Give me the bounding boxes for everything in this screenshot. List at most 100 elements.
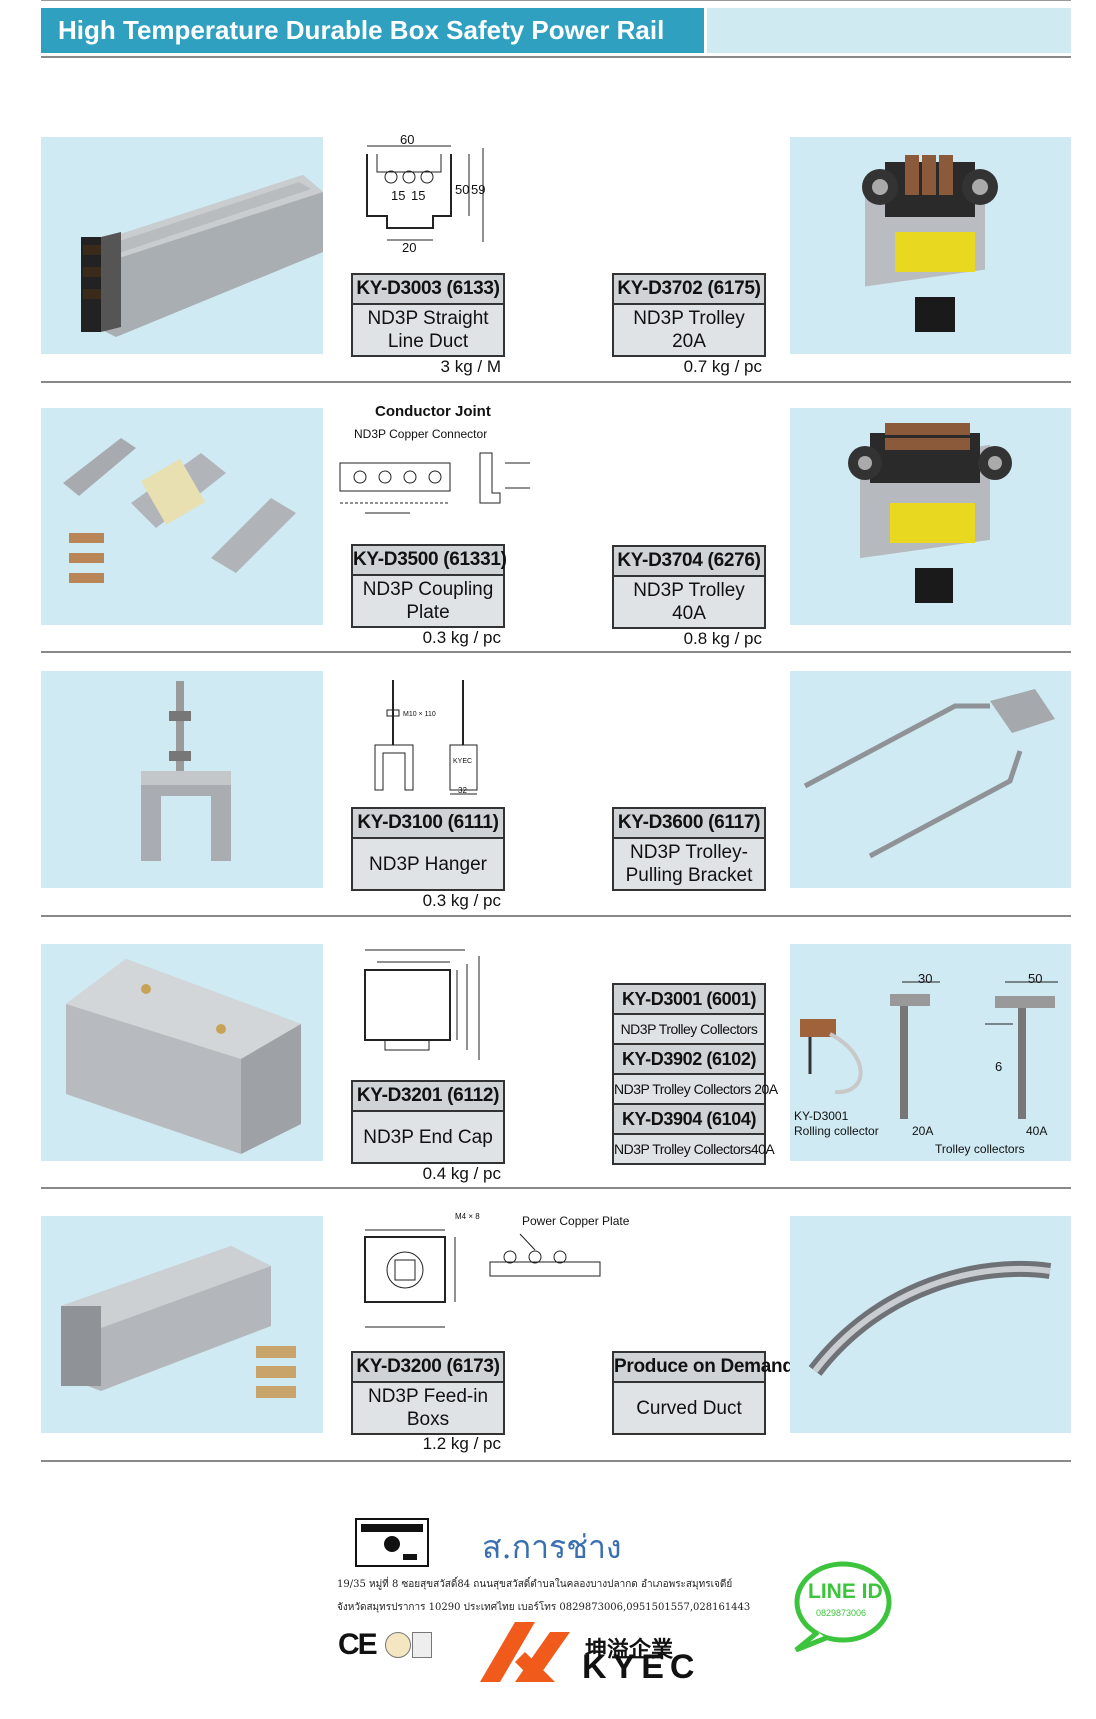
product-desc: ND3P Coupling Plate <box>353 576 503 626</box>
product-weight: 0.4 kg / pc <box>422 1164 501 1183</box>
product-desc: ND3P End Cap <box>353 1112 503 1162</box>
product-weight: 3 kg / M <box>440 357 501 376</box>
page-title: High Temperature Durable Box Safety Powe… <box>58 15 665 45</box>
hanger-photo <box>41 671 323 888</box>
product-desc: ND3P Trolley-Pulling Bracket <box>614 839 764 889</box>
dim-height-inner: 50 <box>455 182 470 197</box>
line-id-badge: LINE ID 0829873006 <box>788 1560 894 1653</box>
drawing-title: Conductor Joint <box>375 403 491 420</box>
product-card-curved-duct: Produce on Demand Curved Duct <box>612 1351 794 1435</box>
brand-name-cn: 坤溢企業 <box>585 1637 674 1662</box>
product-desc: ND3P Trolley Collectors <box>614 1015 764 1045</box>
product-desc: ND3P Trolley 40A <box>614 577 764 627</box>
product-code: Produce on Demand <box>614 1353 794 1383</box>
product-desc: Curved Duct <box>614 1383 764 1433</box>
rolling-collector-code: KY-D3001 <box>794 1109 849 1123</box>
curved-duct-photo <box>790 1216 1071 1433</box>
coupling-drawing: Conductor Joint ND3P Copper Connector <box>330 403 550 528</box>
straight-duct-photo <box>41 137 323 354</box>
brand-name-en: KYEC <box>582 1648 701 1686</box>
product-desc: ND3P Hanger <box>353 839 503 889</box>
product-card-trolley-20a: KY-D3702 (6175) ND3P Trolley 20A <box>612 273 766 357</box>
product-code: KY-D3500 (61331) <box>353 546 507 576</box>
product-card-pulling-bracket: KY-D3600 (6117) ND3P Trolley-Pulling Bra… <box>612 807 766 891</box>
coupling-plate-photo <box>41 408 323 625</box>
pulling-bracket-photo <box>790 671 1071 888</box>
product-card-straight-duct: KY-D3003 (6133) ND3P Straight Line Duct <box>351 273 505 357</box>
product-code: KY-D3001 (6001) <box>614 985 764 1015</box>
product-code: KY-D3904 (6104) <box>614 1105 764 1135</box>
dim-slot: 20 <box>402 240 417 255</box>
certification-icon <box>385 1632 411 1658</box>
shop-address: 19/35 หมู่ที่ 8 ซอยสุขสวัสดิ์84 ถนนสุขสว… <box>337 1579 733 1590</box>
power-copper-plate-label: Power Copper Plate <box>522 1214 630 1228</box>
product-weight: 1.2 kg / pc <box>422 1434 501 1453</box>
end-cap-drawing <box>355 942 495 1067</box>
product-weight: 0.8 kg / pc <box>683 629 762 648</box>
product-card-feed-in-box: KY-D3200 (6173) ND3P Feed-in Boxs <box>351 1351 505 1435</box>
dim-height-outer: 59 <box>471 182 486 197</box>
title-bar-extension <box>707 8 1071 53</box>
end-cap-photo <box>41 944 323 1161</box>
product-desc: ND3P Trolley Collectors40A <box>614 1135 775 1163</box>
hanger-brand: KYEC <box>453 758 473 765</box>
collector-20a-label: 20A <box>912 1124 934 1138</box>
row-divider <box>41 381 1071 383</box>
product-card-hanger: KY-D3100 (6111) ND3P Hanger <box>351 807 505 891</box>
product-weight: 0.3 kg / pc <box>422 628 501 647</box>
collector-dim-50: 50 <box>1028 971 1043 986</box>
straight-duct-drawing: 60 15 15 50 59 20 <box>355 132 495 255</box>
drawing-subtitle: ND3P Copper Connector <box>354 427 488 441</box>
product-code: KY-D3100 (6111) <box>353 809 503 839</box>
hanger-width: 32 <box>458 786 467 795</box>
shop-contact: จังหวัดสมุทรปราการ 10290 ประเทศไทย เบอร์… <box>337 1602 751 1613</box>
product-desc: ND3P Feed-in Boxs <box>353 1383 503 1433</box>
row-divider <box>41 651 1071 653</box>
product-card-end-cap: KY-D3201 (6112) ND3P End Cap <box>351 1080 505 1164</box>
title-bar <box>41 8 704 53</box>
ce-mark: CE <box>338 1628 378 1661</box>
collector-stack: KY-D3001 (6001) ND3P Trolley Collectors … <box>612 983 778 1165</box>
top-rule <box>41 0 1071 1</box>
product-code: KY-D3704 (6276) <box>614 547 764 577</box>
product-code: KY-D3003 (6133) <box>353 275 503 305</box>
hanger-drawing: M10 × 110 KYEC 32 <box>365 680 500 795</box>
line-id-label: LINE ID <box>808 1580 883 1603</box>
hanger-bolt-size: M10 × 110 <box>403 711 436 718</box>
trolley-40a-photo <box>790 408 1071 625</box>
kyec-logo-icon <box>480 1622 580 1682</box>
product-code: KY-D3201 (6112) <box>353 1082 503 1112</box>
product-code: KY-D3902 (6102) <box>614 1045 764 1075</box>
dim-pitch-a: 15 <box>391 188 406 203</box>
row-divider <box>41 915 1071 917</box>
product-desc: ND3P Trolley 20A <box>614 305 764 355</box>
product-code: KY-D3702 (6175) <box>614 275 764 305</box>
row-divider <box>41 1460 1071 1462</box>
feed-in-drawing: M4 × 8 Power Copper Plate <box>355 1212 635 1337</box>
collector-40a-label: 40A <box>1026 1124 1048 1138</box>
dim-pitch-b: 15 <box>411 188 426 203</box>
title-rule <box>41 56 1071 58</box>
row-divider <box>41 1187 1071 1189</box>
product-weight: 0.3 kg / pc <box>422 891 501 910</box>
trolley-collectors-label: Trolley collectors <box>935 1142 1025 1156</box>
product-code: KY-D3600 (6117) <box>614 809 764 839</box>
shop-name: ส.การช่าง <box>482 1528 622 1566</box>
feed-in-box-photo <box>41 1216 323 1433</box>
collectors-photo: 30 50 6 KY-D3001 Rolling collector 20A 4… <box>790 944 1071 1161</box>
rolling-collector-label: Rolling collector <box>794 1124 879 1138</box>
shop-logo-icon <box>355 1518 429 1567</box>
product-card-trolley-40a: KY-D3704 (6276) ND3P Trolley 40A <box>612 545 766 629</box>
product-desc: ND3P Straight Line Duct <box>353 305 503 355</box>
collector-dim-6: 6 <box>995 1059 1003 1074</box>
dim-width: 60 <box>400 132 415 147</box>
product-desc: ND3P Trolley Collectors 20A <box>614 1075 778 1105</box>
certification-icon-2 <box>412 1632 432 1658</box>
product-card-coupling-plate: KY-D3500 (61331) ND3P Coupling Plate <box>351 544 507 628</box>
product-code: KY-D3200 (6173) <box>353 1353 503 1383</box>
product-weight: 0.7 kg / pc <box>683 357 762 376</box>
feed-in-bolt-size: M4 × 8 <box>455 1212 480 1221</box>
line-id-number: 0829873006 <box>816 1608 867 1618</box>
collector-dim-30: 30 <box>918 971 933 986</box>
trolley-20a-photo <box>790 137 1071 354</box>
